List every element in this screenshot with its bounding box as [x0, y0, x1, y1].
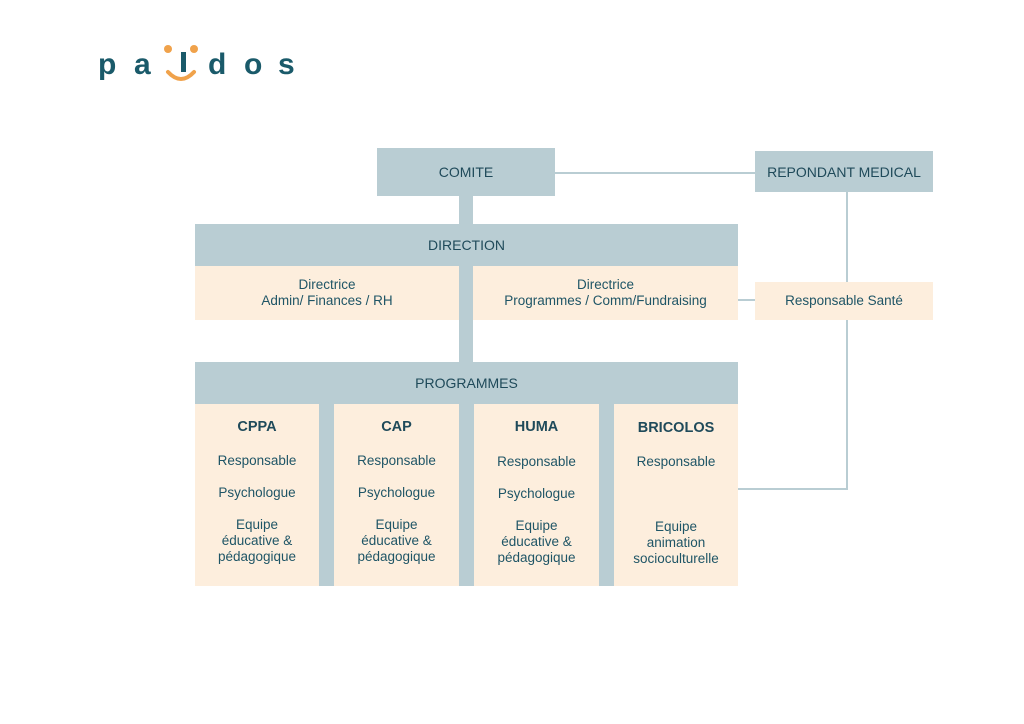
program-equipe-line2: éducative & — [221, 533, 293, 548]
program-equipe-line3: pédagogique — [497, 550, 576, 565]
program-equipe-line3: pédagogique — [217, 549, 297, 564]
logo-letter-s: s — [278, 48, 295, 81]
programmes-box: PROGRAMMES — [195, 362, 738, 404]
logo-letter-o: o — [244, 48, 262, 81]
program-responsable: Responsable — [357, 453, 436, 468]
program-title: BRICOLOS — [637, 420, 715, 436]
connector-repondant-sante — [846, 192, 848, 282]
logo-letter-d: d — [208, 48, 226, 81]
directrice-admin-line2: Admin/ Finances / RH — [261, 293, 393, 308]
program-equipe-line2: éducative & — [501, 534, 572, 549]
program-equipe-line3: socioculturelle — [633, 551, 719, 566]
separator-3 — [599, 404, 614, 586]
connector-comite-repondant — [555, 172, 755, 174]
program-equipe-line1: Equipe — [654, 519, 698, 534]
program-equipe-line1: Equipe — [375, 517, 418, 532]
program-responsable: Responsable — [217, 453, 297, 468]
program-column-cppa: CPPA Responsable Psychologue Equipe éduc… — [195, 404, 319, 586]
program-psychologue: Psychologue — [218, 485, 296, 500]
logo-letter-a: a — [134, 48, 151, 81]
logo-smile — [166, 70, 196, 81]
directrice-programmes-line1: Directrice — [576, 277, 634, 292]
connector-sante-bricolos-vertical — [846, 320, 848, 490]
program-column-bricolos: BRICOLOS Responsable Equipe animation so… — [614, 404, 738, 586]
program-title: CPPA — [237, 419, 277, 435]
directrice-programmes-box: Directrice Programmes / Comm/Fundraising — [473, 266, 738, 320]
program-responsable: Responsable — [636, 454, 716, 469]
responsable-sante-label: Responsable Santé — [785, 293, 903, 308]
directrice-programmes-line2: Programmes / Comm/Fundraising — [504, 293, 707, 308]
program-equipe-line1: Equipe — [515, 518, 558, 533]
connector-sante-bricolos-horizontal — [738, 488, 848, 490]
program-psychologue: Psychologue — [357, 485, 436, 500]
program-equipe-line2: animation — [646, 535, 706, 550]
repondant-medical-box: REPONDANT MEDICAL — [755, 151, 933, 192]
paidos-logo: p a d o s — [98, 45, 295, 81]
connector-sante-directrice — [738, 299, 755, 301]
comite-box: COMITE — [377, 148, 555, 196]
repondant-medical-label: REPONDANT MEDICAL — [767, 163, 921, 180]
separator-1 — [319, 404, 334, 586]
program-equipe-line3: pédagogique — [357, 549, 436, 564]
connector-comite-direction — [459, 196, 473, 224]
program-column-cap: CAP Responsable Psychologue Equipe éduca… — [334, 404, 459, 586]
program-title: HUMA — [514, 419, 559, 435]
direction-label: DIRECTION — [428, 237, 505, 253]
responsable-sante-box: Responsable Santé — [755, 282, 933, 320]
directrice-admin-line1: Directrice — [298, 277, 356, 292]
logo-letter-p: p — [98, 48, 116, 81]
programmes-label: PROGRAMMES — [415, 375, 518, 391]
separator-2 — [459, 404, 474, 586]
direction-box: DIRECTION — [195, 224, 738, 266]
directrice-admin-box: Directrice Admin/ Finances / RH — [195, 266, 459, 320]
program-equipe-line2: éducative & — [361, 533, 432, 548]
program-responsable: Responsable — [497, 454, 576, 469]
program-column-huma: HUMA Responsable Psychologue Equipe éduc… — [474, 404, 599, 586]
program-title: CAP — [381, 419, 412, 435]
logo-dot-left — [164, 45, 172, 53]
logo-dot-right — [190, 45, 198, 53]
logo-letter-i — [181, 52, 186, 72]
comite-label: COMITE — [438, 164, 494, 180]
program-psychologue: Psychologue — [497, 486, 576, 501]
connector-direction-programmes — [459, 266, 473, 364]
program-equipe-line1: Equipe — [235, 517, 279, 532]
